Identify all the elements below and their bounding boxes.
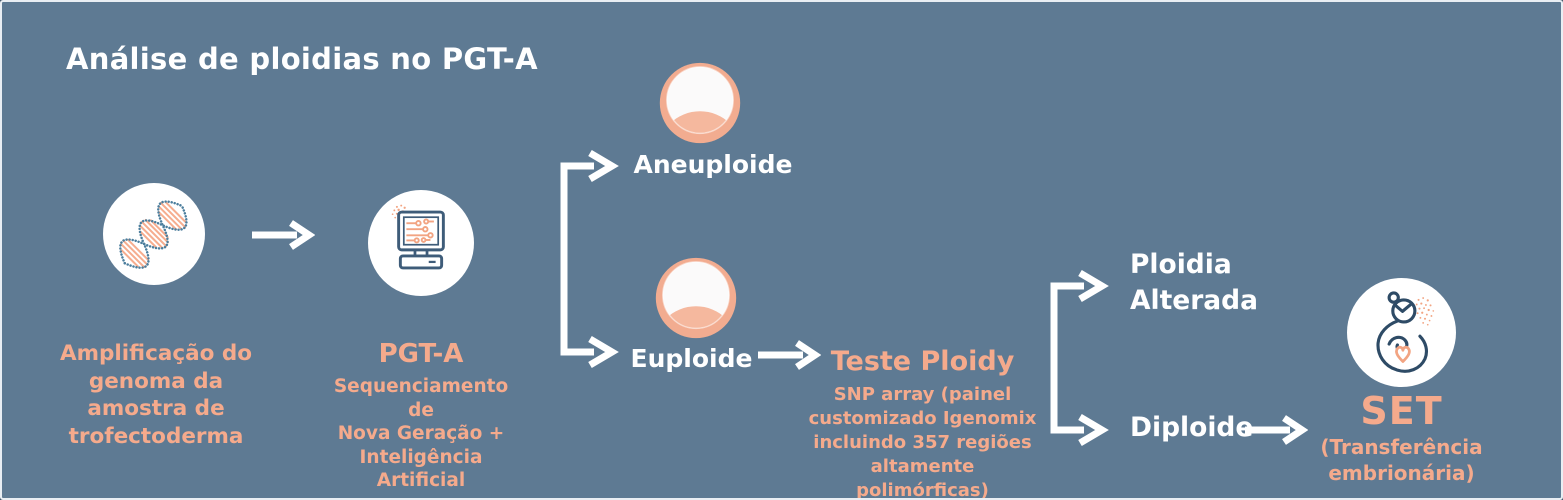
euploid-label: Euploide xyxy=(630,344,753,373)
page-title: Análise de ploidias no PGT-A xyxy=(66,42,538,76)
embryo-icon xyxy=(655,257,737,339)
branch-bracket-icon xyxy=(556,150,622,370)
arrow-right-icon xyxy=(1242,415,1308,445)
aneuploid-label: Aneuploide xyxy=(633,150,793,179)
computer-circuit-icon xyxy=(378,200,464,286)
embryo-icon xyxy=(659,62,741,144)
arrow-right-icon xyxy=(249,220,315,250)
diploid-label: Diploide xyxy=(1130,412,1254,443)
arrow-right-icon xyxy=(755,340,821,370)
altered-ploidy-label: Ploidia Alterada xyxy=(1130,249,1259,316)
amplification-label: Amplificação do genoma da amostra de tro… xyxy=(59,341,253,449)
branch-bracket-icon xyxy=(1046,270,1112,448)
set-circle-badge xyxy=(1347,278,1456,387)
dna-icon xyxy=(110,190,198,278)
set-subtitle: (Transferência embrionária) xyxy=(1320,435,1483,485)
set-title: SET xyxy=(1360,389,1443,433)
dna-circle-badge xyxy=(103,183,205,285)
pgta-subtitle: Sequenciamento de Nova Geração + Intelig… xyxy=(333,376,509,491)
ploidy-test-subtitle: SNP array (painel customizado Igenomix i… xyxy=(808,384,1037,500)
pgta-circle-badge xyxy=(368,190,474,296)
pregnant-woman-icon xyxy=(1356,287,1448,379)
ploidy-test-title: Teste Ploidy xyxy=(830,346,1015,377)
pgta-title: PGT-A xyxy=(378,339,464,369)
